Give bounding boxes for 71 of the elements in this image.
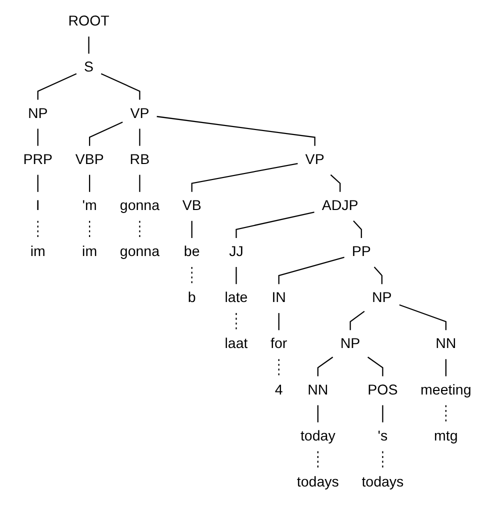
node-text: todays bbox=[296, 474, 339, 490]
connector bbox=[445, 405, 446, 422]
node-text: NP bbox=[340, 336, 360, 352]
node-text: late bbox=[224, 290, 248, 306]
node-text: gonna bbox=[120, 198, 160, 214]
connector bbox=[278, 359, 280, 376]
node-text: VP bbox=[130, 105, 149, 122]
node-text: gonna bbox=[120, 244, 160, 260]
connector bbox=[330, 174, 340, 192]
connector bbox=[138, 128, 140, 146]
node-text: ROOT bbox=[68, 13, 110, 30]
node-text: 's bbox=[378, 428, 388, 444]
connector bbox=[88, 36, 90, 54]
connector bbox=[374, 266, 382, 284]
node-text: NN bbox=[307, 382, 328, 398]
connector bbox=[138, 174, 140, 192]
connector bbox=[398, 304, 446, 330]
node-text: laat bbox=[224, 336, 248, 352]
connector bbox=[191, 162, 298, 192]
connector bbox=[350, 310, 364, 330]
node-text: b bbox=[188, 290, 196, 306]
node-text: todays bbox=[361, 474, 404, 490]
connector bbox=[88, 122, 123, 146]
node-text: mtg bbox=[434, 428, 458, 444]
node-text: I bbox=[36, 198, 40, 214]
connector bbox=[235, 212, 314, 238]
connector bbox=[88, 174, 90, 192]
connector bbox=[156, 116, 316, 146]
connector bbox=[191, 266, 192, 284]
connector bbox=[37, 174, 38, 192]
node-text: NN bbox=[435, 336, 456, 352]
node-text: IN bbox=[271, 290, 286, 306]
connector bbox=[138, 220, 140, 238]
connector bbox=[352, 220, 362, 238]
node-text: 4 bbox=[274, 382, 283, 398]
node-text: S bbox=[84, 59, 94, 76]
connector bbox=[37, 128, 38, 146]
connector bbox=[88, 220, 90, 238]
connector bbox=[235, 313, 237, 330]
connector bbox=[235, 266, 237, 284]
node-text: PP bbox=[352, 244, 371, 260]
connector bbox=[278, 313, 280, 330]
node-text: JJ bbox=[228, 244, 244, 260]
connector bbox=[445, 359, 446, 376]
node-text: NP bbox=[372, 290, 392, 306]
connector bbox=[317, 356, 333, 376]
connector bbox=[37, 73, 76, 100]
node-text: 'm bbox=[82, 198, 97, 214]
node-text: VP bbox=[305, 152, 324, 168]
connector bbox=[317, 405, 318, 422]
node-text: NP bbox=[28, 105, 48, 122]
node-text: be bbox=[184, 244, 200, 260]
connector bbox=[382, 405, 384, 422]
connector bbox=[382, 451, 384, 468]
node-text: PRP bbox=[22, 152, 52, 168]
node-text: today bbox=[300, 428, 336, 444]
connector bbox=[317, 451, 318, 468]
node-text: POS bbox=[367, 382, 398, 398]
connector bbox=[37, 220, 38, 238]
node-text: meeting bbox=[420, 382, 472, 398]
connector bbox=[278, 256, 344, 284]
node-text: im bbox=[30, 244, 46, 260]
node-text: VB bbox=[182, 198, 202, 214]
connector bbox=[191, 220, 192, 238]
node-text: VBP bbox=[75, 152, 104, 168]
connector bbox=[100, 73, 140, 100]
node-text: im bbox=[82, 244, 97, 260]
node-text: RB bbox=[130, 152, 150, 168]
node-text: for bbox=[270, 336, 287, 352]
connector bbox=[367, 356, 384, 376]
node-text: ADJP bbox=[322, 198, 358, 214]
